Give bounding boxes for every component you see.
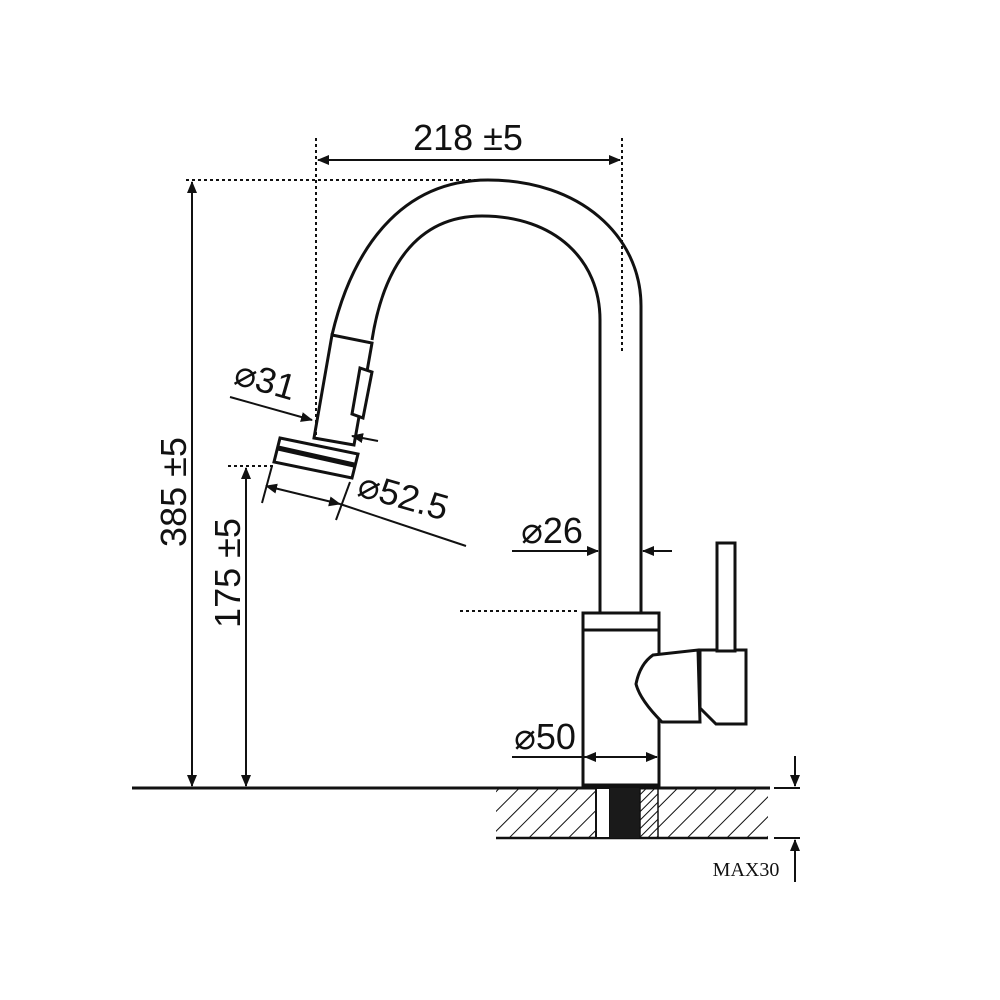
spray-button xyxy=(350,366,374,421)
lever-stick xyxy=(715,541,737,653)
face-dia-ext-right xyxy=(335,481,351,521)
shank-thread xyxy=(639,787,659,839)
shank-core xyxy=(610,788,640,838)
lever-block xyxy=(698,648,748,726)
outlet-height-label: 175 ±5 xyxy=(207,518,248,628)
head-dia-arrow-right xyxy=(351,433,379,443)
spray-face-band xyxy=(277,445,355,468)
face-diameter-label: ⌀52.5 xyxy=(354,464,453,529)
spout-inner xyxy=(370,214,602,613)
max-thickness-label: MAX30 xyxy=(713,859,780,881)
shank-left xyxy=(595,787,611,839)
base-diameter-label: ⌀50 xyxy=(514,716,576,757)
total-height-label: 385 ±5 xyxy=(153,437,194,547)
tube-diameter-label: ⌀26 xyxy=(521,510,583,551)
head-dia-leader xyxy=(229,396,313,422)
handle-joint xyxy=(634,648,702,724)
deck-hatch-right xyxy=(658,788,768,838)
faucet-body xyxy=(272,178,748,787)
countertop xyxy=(132,786,770,840)
deck-hatch-left xyxy=(496,788,596,838)
face-dia-leader xyxy=(339,503,467,547)
face-dia-line xyxy=(265,483,341,507)
dimension-lines xyxy=(186,138,800,882)
reach-label: 218 ±5 xyxy=(413,117,523,158)
spout-outer xyxy=(330,178,643,613)
face-dia-ext-left xyxy=(261,465,273,504)
